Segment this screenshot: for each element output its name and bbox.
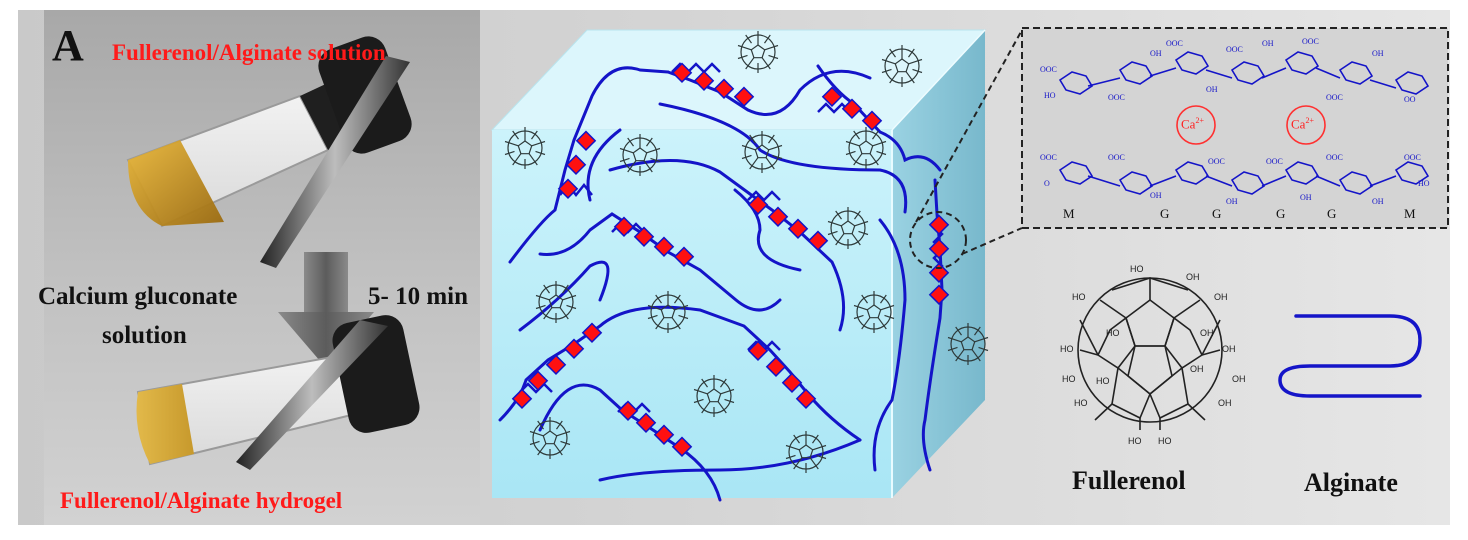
alginate-legend-symbol <box>1278 314 1422 398</box>
fullerene-molecule <box>947 323 989 365</box>
hydroxyl-label: HO <box>1128 436 1142 446</box>
svg-text:OOC: OOC <box>1404 153 1421 162</box>
photo-panel <box>44 10 480 525</box>
alginate-backbone <box>1058 51 1430 195</box>
svg-text:OOC: OOC <box>1326 93 1343 102</box>
hydroxyl-label: OH <box>1200 328 1214 338</box>
svg-text:OOC: OOC <box>1108 153 1125 162</box>
svg-text:OOC: OOC <box>1302 37 1319 46</box>
reagent-label-line1: Calcium gluconate <box>38 283 238 310</box>
fullerene-molecule <box>619 134 661 176</box>
time-label: 5- 10 min <box>368 283 468 310</box>
calcium-ions <box>1176 105 1326 145</box>
svg-text:O: O <box>1044 179 1050 188</box>
zoom-indicator <box>909 29 1023 269</box>
hydroxyl-label: OH <box>1222 344 1236 354</box>
svg-text:OH: OH <box>1150 191 1162 200</box>
fullerene-molecule <box>535 281 577 323</box>
fullerenol-structure <box>1077 277 1223 430</box>
residue-label-m2: M <box>1404 206 1416 221</box>
hydroxyl-labels: HO OH HO OH HO OH HO OH HO HO OH OH HO HO OH HO <box>1060 264 1246 446</box>
calcium-ion-label-right: Ca2+ <box>1291 116 1314 132</box>
fullerene-molecule <box>504 127 546 169</box>
calcium-ion-left <box>1176 105 1216 145</box>
hydroxyl-label: HO <box>1072 292 1086 302</box>
cube-fullerenes <box>504 31 989 473</box>
svg-text:OH: OH <box>1300 193 1312 202</box>
cube-front-face <box>492 130 892 498</box>
alginate-chains <box>498 64 944 502</box>
svg-text:OOC: OOC <box>1266 157 1283 166</box>
calcium-ion-label-left: Ca2+ <box>1181 116 1204 132</box>
fullerene-molecule <box>529 417 571 459</box>
svg-text:OH: OH <box>1372 49 1384 58</box>
hydroxyl-label: HO <box>1130 264 1144 274</box>
hydroxyl-label: HO <box>1106 328 1120 338</box>
fullerene-molecule <box>647 291 689 333</box>
residue-label-g1: G <box>1160 206 1170 221</box>
calcium-ion-right <box>1286 105 1326 145</box>
svg-text:OOC: OOC <box>1108 93 1125 102</box>
fullerene-molecule <box>881 45 923 87</box>
residue-label-g2: G <box>1212 206 1222 221</box>
hydroxyl-label: OH <box>1232 374 1246 384</box>
tweezer-bottom <box>236 320 388 470</box>
hydroxyl-label: HO <box>1158 436 1172 446</box>
svg-text:OH: OH <box>1226 197 1238 206</box>
svg-text:OOC: OOC <box>1040 153 1057 162</box>
svg-text:HO: HO <box>1044 91 1056 100</box>
reagent-label-line2: solution <box>102 322 187 349</box>
fullerene-molecule <box>693 375 735 417</box>
svg-text:OOC: OOC <box>1040 65 1057 74</box>
hydroxyl-label: OH <box>1218 398 1232 408</box>
hydroxyl-label: HO <box>1096 376 1110 386</box>
svg-text:HO: HO <box>1418 179 1430 188</box>
egg-box-inset: OOC HO OOC OH OOC OH OOC OH OOC OOC OH OO OOC O… <box>1021 27 1449 229</box>
hydroxyl-label: HO <box>1060 344 1074 354</box>
hydroxyl-label: OH <box>1190 364 1204 374</box>
residue-label-m1: M <box>1063 206 1075 221</box>
fullerenol-legend-label: Fullerenol <box>1072 466 1186 495</box>
tweezer-top <box>260 56 410 268</box>
hydrogel-label: Fullerenol/Alginate hydrogel <box>60 488 343 513</box>
hydroxyl-label: OH <box>1186 272 1200 282</box>
crosslink-junctions <box>511 62 950 457</box>
panel-label: A <box>52 21 84 70</box>
hydroxyl-label: HO <box>1062 374 1076 384</box>
solution-label: Fullerenol/Alginate solution <box>112 40 386 65</box>
svg-text:OOC: OOC <box>1326 153 1343 162</box>
fullerene-molecule <box>785 431 827 473</box>
svg-text:OOC: OOC <box>1166 39 1183 48</box>
residue-label-g4: G <box>1327 206 1337 221</box>
svg-text:OH: OH <box>1372 197 1384 206</box>
svg-text:OH: OH <box>1206 85 1218 94</box>
hydroxyl-label: OH <box>1214 292 1228 302</box>
alginate-legend-label: Alginate <box>1304 468 1398 497</box>
fullerene-molecule <box>827 207 869 249</box>
hydroxyl-label: HO <box>1074 398 1088 408</box>
fullerene-molecule <box>737 31 779 73</box>
svg-text:OH: OH <box>1150 49 1162 58</box>
svg-text:OO: OO <box>1404 95 1416 104</box>
svg-text:OOC: OOC <box>1226 45 1243 54</box>
svg-text:OOC: OOC <box>1208 157 1225 166</box>
svg-text:OH: OH <box>1262 39 1274 48</box>
residue-label-g3: G <box>1276 206 1286 221</box>
ring-substituents: OOC HO OOC OH OOC OH OOC OH OOC OOC OH OO OOC O… <box>1040 37 1430 206</box>
fullerene-molecule <box>853 291 895 333</box>
fullerene-molecule <box>741 131 783 173</box>
fullerene-molecule <box>845 127 887 169</box>
